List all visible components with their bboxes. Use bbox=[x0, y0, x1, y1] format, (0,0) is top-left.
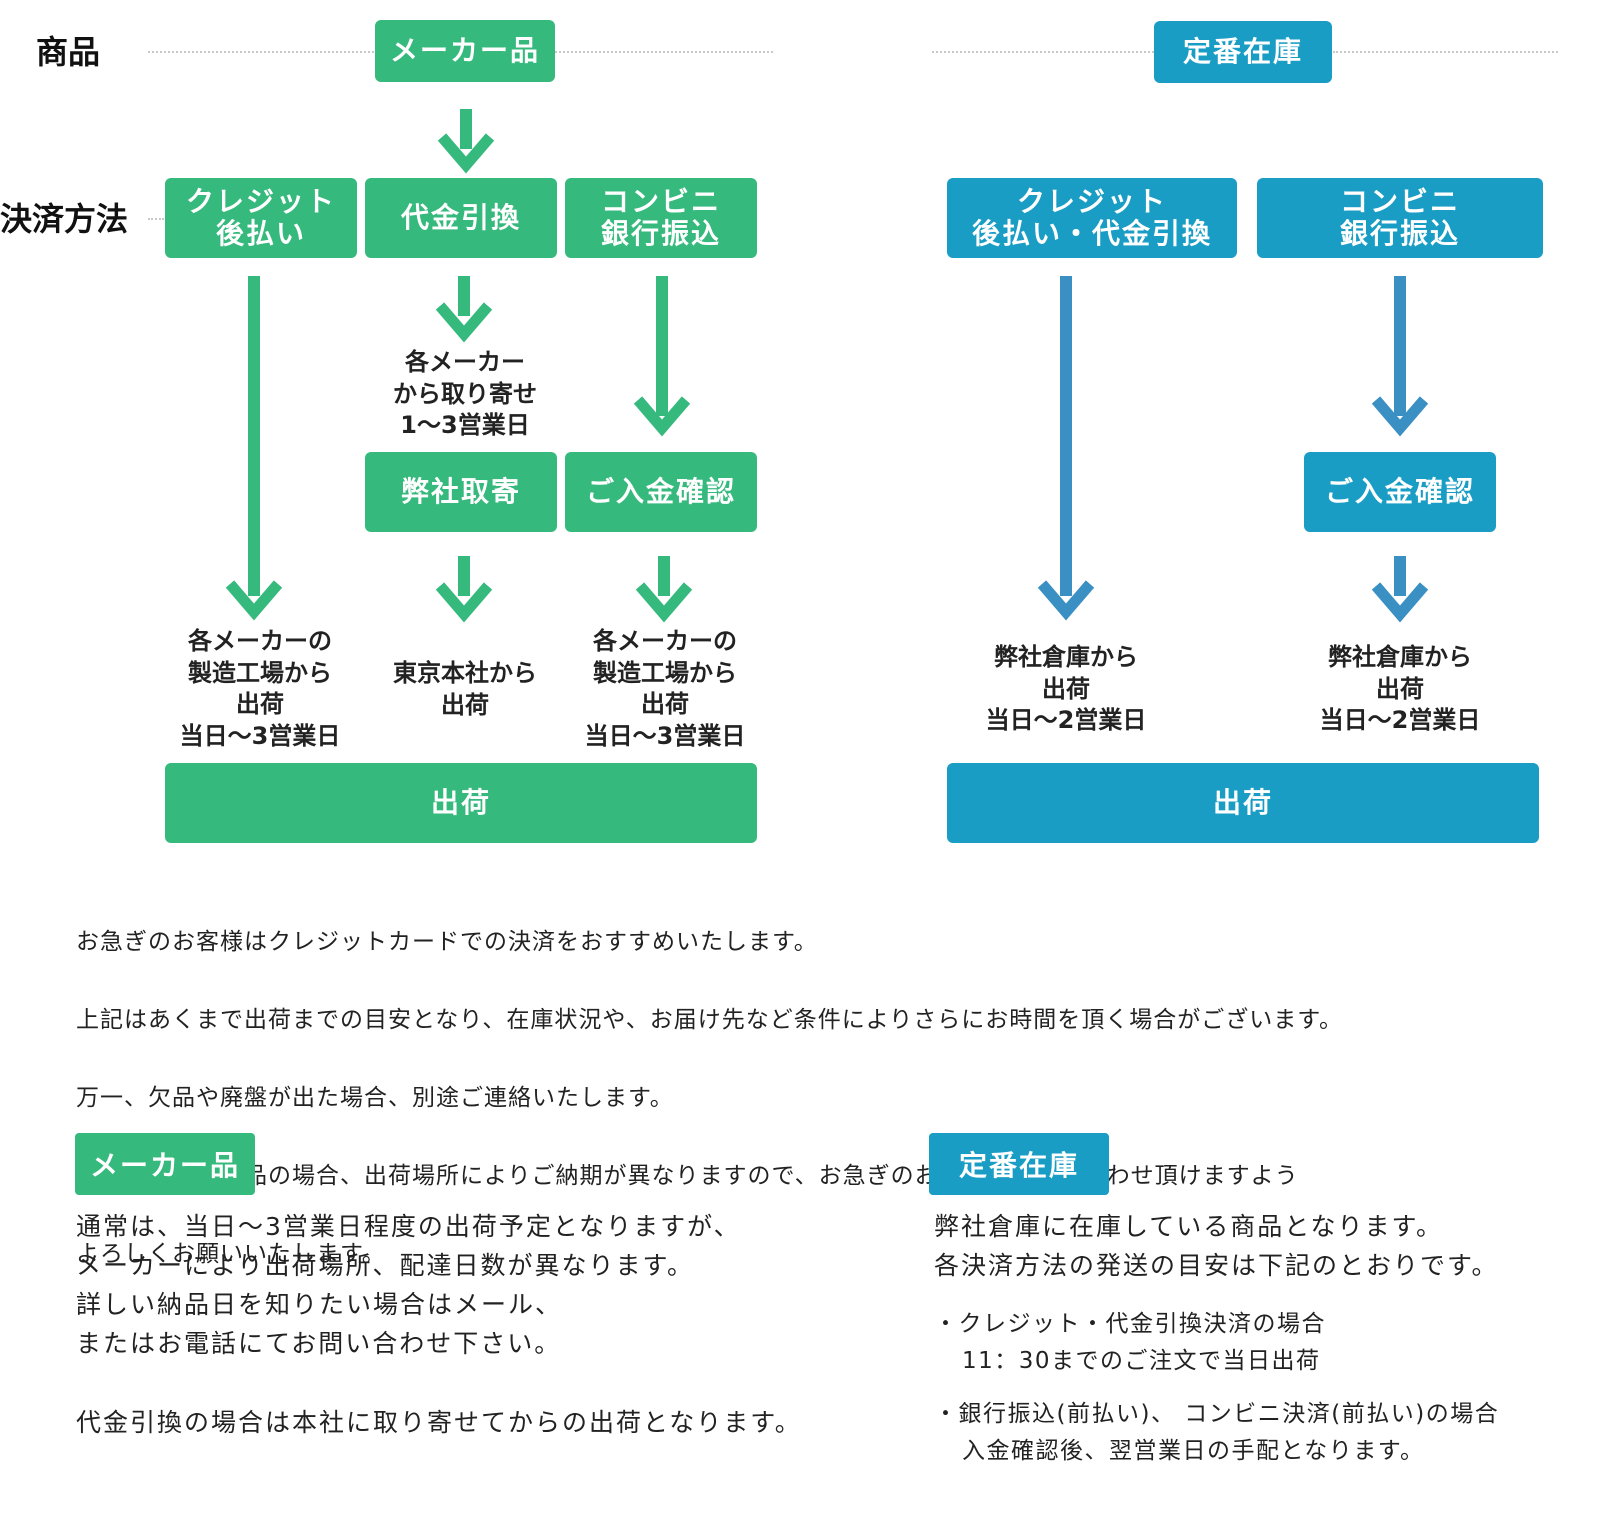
maker-credit-line bbox=[248, 276, 260, 596]
maker-section-tag: メーカー品 bbox=[75, 1133, 255, 1195]
maker-method-convenience-box: コンビニ 銀行振込 bbox=[565, 178, 757, 258]
notice-line: お急ぎのお客様はクレジットカードでの決済をおすすめいたします。 bbox=[76, 929, 818, 955]
notice-line: また、メーカー品の場合、出荷場所によりご納期が異なりますので、お急ぎのお客様はお… bbox=[76, 1163, 1299, 1189]
arrow-down-icon bbox=[435, 556, 493, 623]
maker-step-payment-box: ご入金確認 bbox=[565, 452, 757, 532]
divider-product-right-b bbox=[1333, 51, 1558, 53]
divider-product-right-a bbox=[932, 51, 1154, 53]
stock-bullet-list: ・クレジット・代金引換決済の場合 11：30までのご注文で当日出荷 ・銀行振込(… bbox=[934, 1306, 1499, 1470]
maker-ship-note-credit: 各メーカーの 製造工場から 出荷 当日〜3営業日 bbox=[179, 627, 341, 751]
maker-section-text: 通常は、当日〜3営業日程度の出荷予定となりますが、 メーカーにより出荷場所、配達… bbox=[76, 1207, 741, 1363]
stock-product-box: 定番在庫 bbox=[1154, 21, 1332, 83]
maker-convenience-line bbox=[656, 276, 668, 416]
maker-step-order-box: 弊社取寄 bbox=[365, 452, 557, 532]
maker-method-credit-box: クレジット 後払い bbox=[165, 178, 357, 258]
stock-bullet-detail: 11：30までのご注文で当日出荷 bbox=[962, 1348, 1321, 1374]
stock-ship-note-convenience: 弊社倉庫から 出荷 当日〜2営業日 bbox=[1319, 643, 1481, 735]
divider-product-left bbox=[148, 51, 374, 53]
divider-payment bbox=[148, 218, 164, 220]
arrow-down-icon bbox=[1371, 396, 1429, 437]
stock-ship-note-credit: 弊社倉庫から 出荷 当日〜2営業日 bbox=[985, 643, 1147, 735]
stock-credit-line bbox=[1060, 276, 1072, 596]
maker-section-line: またはお電話にてお問い合わせ下さい。 bbox=[76, 1329, 562, 1358]
maker-cod-note: 代金引換の場合は本社に取り寄せてからの出荷となります。 bbox=[76, 1408, 802, 1437]
notice-line: 上記はあくまで出荷までの目安となり、在庫状況や、お届け先など条件によりさらにお時… bbox=[76, 1007, 1343, 1033]
arrow-down-icon bbox=[1037, 580, 1095, 621]
stock-section-text: 弊社倉庫に在庫している商品となります。 各決済方法の発送の目安は下記のとおりです… bbox=[934, 1207, 1499, 1285]
stock-section-tag: 定番在庫 bbox=[929, 1133, 1109, 1195]
stock-convenience-line bbox=[1394, 276, 1406, 416]
label-payment: 決済方法 bbox=[0, 200, 129, 238]
arrow-down-icon bbox=[633, 396, 691, 437]
maker-ship-note-cod: 東京本社から 出荷 bbox=[393, 659, 537, 719]
stock-section-line: 弊社倉庫に在庫している商品となります。 bbox=[934, 1212, 1444, 1241]
maker-method-cod-box: 代金引換 bbox=[365, 178, 557, 258]
stock-method-credit-cod-box: クレジット 後払い・代金引換 bbox=[947, 178, 1237, 258]
maker-section-line: メーカーにより出荷場所、配達日数が異なります。 bbox=[76, 1251, 695, 1280]
maker-section-line: 通常は、当日〜3営業日程度の出荷予定となりますが、 bbox=[76, 1212, 741, 1241]
maker-shipping-box: 出荷 bbox=[165, 763, 757, 843]
notice-text: お急ぎのお客様はクレジットカードでの決済をおすすめいたします。 上記はあくまで出… bbox=[76, 884, 1556, 1313]
arrow-down-icon bbox=[435, 276, 493, 343]
arrow-down-icon bbox=[635, 556, 693, 623]
arrow-down-icon bbox=[225, 580, 283, 621]
notice-line: よろしくお願いいたします。 bbox=[76, 1241, 386, 1267]
notice-line: 万一、欠品や廃盤が出た場合、別途ご連絡いたします。 bbox=[76, 1085, 674, 1111]
arrow-down-icon bbox=[437, 109, 495, 174]
maker-ship-note-convenience: 各メーカーの 製造工場から 出荷 当日〜3営業日 bbox=[584, 627, 746, 751]
divider-product-mid bbox=[555, 51, 773, 53]
stock-step-payment-box: ご入金確認 bbox=[1304, 452, 1496, 532]
stock-bullet-detail: 入金確認後、翌営業日の手配となります。 bbox=[962, 1438, 1425, 1464]
maker-order-note: 各メーカー から取り寄せ 1〜3営業日 bbox=[393, 348, 537, 440]
maker-section-line: 詳しい納品日を知りたい場合はメール、 bbox=[76, 1290, 563, 1319]
stock-method-convenience-box: コンビニ 銀行振込 bbox=[1257, 178, 1543, 258]
label-product: 商品 bbox=[36, 33, 101, 71]
stock-bullet-title: ・銀行振込(前払い)、 コンビニ決済(前払い)の場合 bbox=[934, 1401, 1500, 1427]
stock-bullet-title: ・クレジット・代金引換決済の場合 bbox=[934, 1311, 1326, 1337]
stock-section-line: 各決済方法の発送の目安は下記のとおりです。 bbox=[934, 1251, 1499, 1280]
stock-shipping-box: 出荷 bbox=[947, 763, 1539, 843]
maker-product-box: メーカー品 bbox=[375, 20, 555, 82]
arrow-down-icon bbox=[1371, 556, 1429, 623]
